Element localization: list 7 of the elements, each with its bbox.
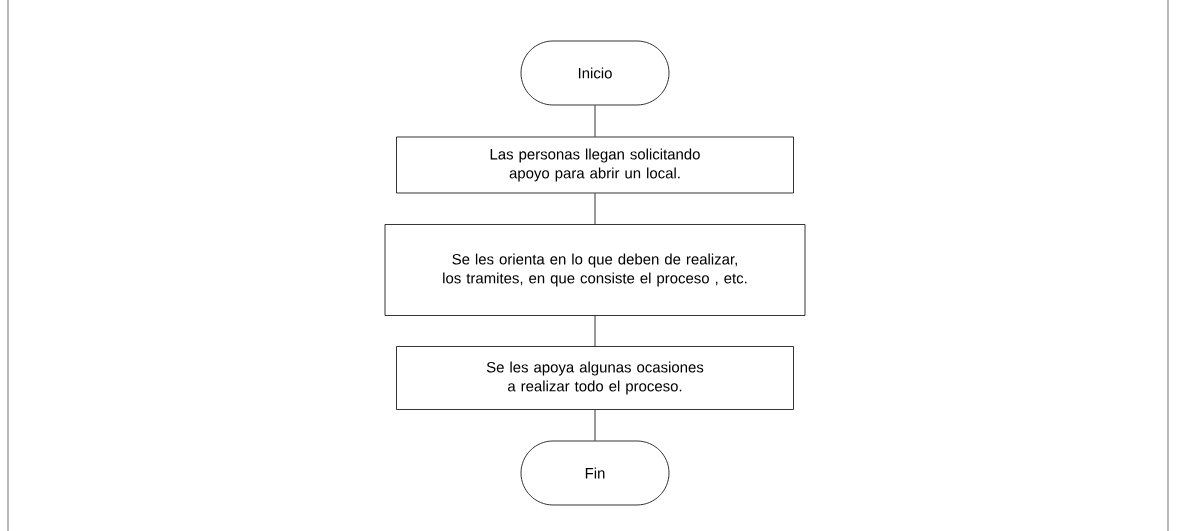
process-box: Se les orienta en lo que deben de realizar, los tramites, en que consiste el proceso , etc. [384,224,806,316]
connector-line [594,193,596,225]
process-box: Las personas llegan solicitando apoyo para abrir un local. [396,136,794,194]
connector-line [594,409,596,441]
process-box: Se les apoya algunas ocasiones a realizar todo el proceso. [396,346,794,410]
connector-line [594,315,596,347]
connector-line [594,105,596,137]
